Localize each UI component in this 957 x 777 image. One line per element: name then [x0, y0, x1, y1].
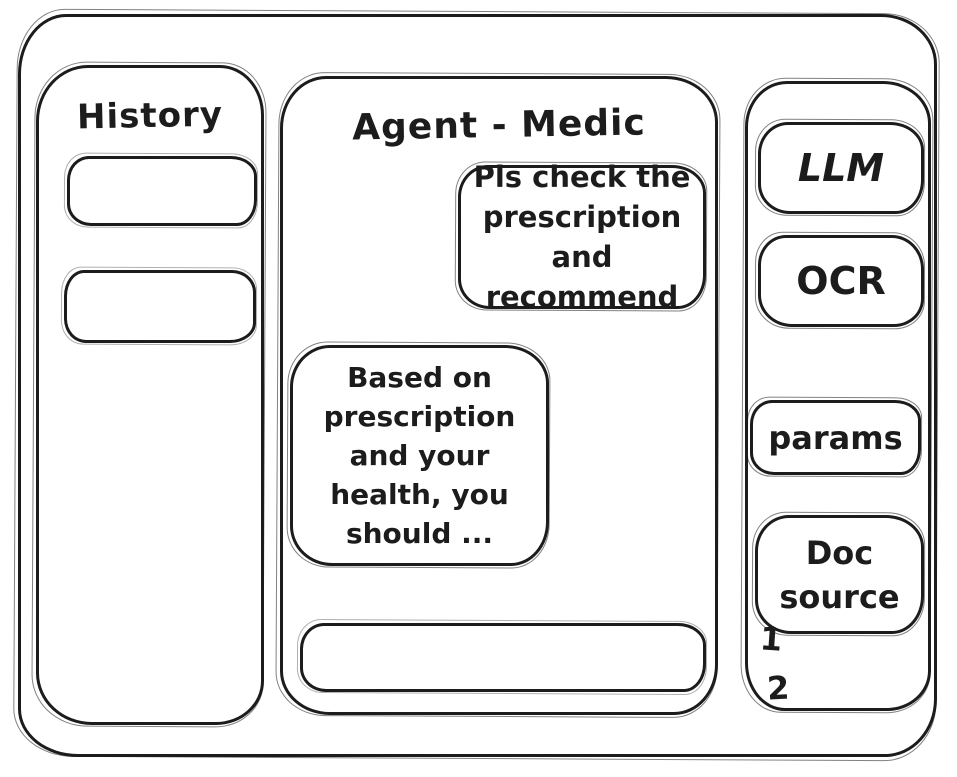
assistant-message-text: Based on prescription and your health, y… — [323, 361, 516, 550]
doc-source-button[interactable]: Doc source — [755, 515, 924, 634]
history-title: History — [76, 94, 224, 138]
app-frame: History Agent - Medic Pls check the pres… — [18, 14, 937, 757]
message-input[interactable] — [300, 623, 706, 692]
llm-button[interactable]: LLM — [758, 122, 924, 214]
tools-panel: LLM OCR params Doc source 1 2 — [745, 81, 931, 711]
chat-panel: Agent - Medic Pls check the prescription… — [280, 76, 718, 715]
llm-button-label: LLM — [797, 146, 885, 190]
ocr-button[interactable]: OCR — [758, 235, 924, 327]
assistant-message-bubble: Based on prescription and your health, y… — [290, 345, 549, 566]
doc-source-item-1[interactable]: 1 — [758, 619, 784, 659]
history-panel: History — [36, 65, 264, 725]
params-button-label: params — [768, 418, 903, 457]
user-message-text: Pls check the prescription and recommend — [473, 160, 691, 314]
params-button[interactable]: params — [750, 400, 921, 475]
doc-source-item-2[interactable]: 2 — [766, 668, 791, 708]
chat-title: Agent - Medic — [351, 102, 647, 149]
history-item[interactable] — [67, 156, 257, 226]
user-message-bubble: Pls check the prescription and recommend — [458, 160, 706, 314]
ocr-button-label: OCR — [796, 259, 886, 303]
history-item[interactable] — [64, 270, 256, 343]
doc-source-button-label: Doc source — [779, 533, 900, 616]
